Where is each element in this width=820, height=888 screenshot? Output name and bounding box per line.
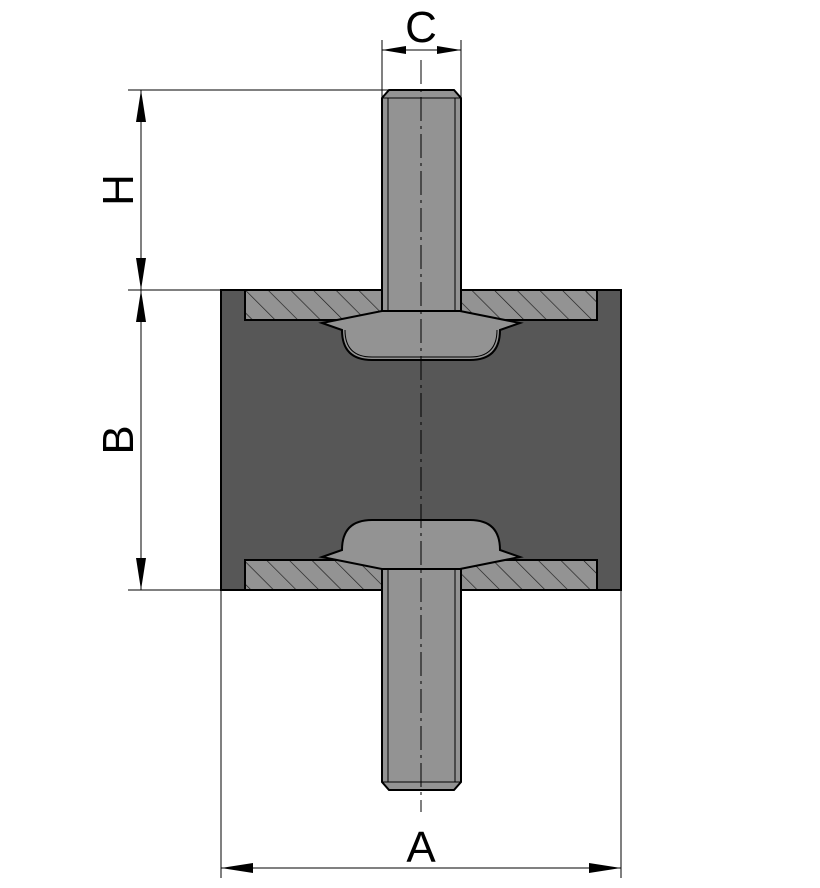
arrow-c-right (437, 46, 461, 54)
label-b: B (94, 425, 143, 454)
arrow-h-bottom (136, 258, 146, 290)
arrow-b-bottom (136, 558, 146, 590)
arrow-c-left (382, 46, 406, 54)
arrow-h-top (136, 90, 146, 122)
label-a: A (406, 823, 436, 872)
label-h: H (94, 174, 143, 206)
arrow-a-left (221, 863, 253, 873)
label-c: C (405, 3, 437, 52)
arrow-b-top (136, 290, 146, 322)
arrow-a-right (589, 863, 621, 873)
